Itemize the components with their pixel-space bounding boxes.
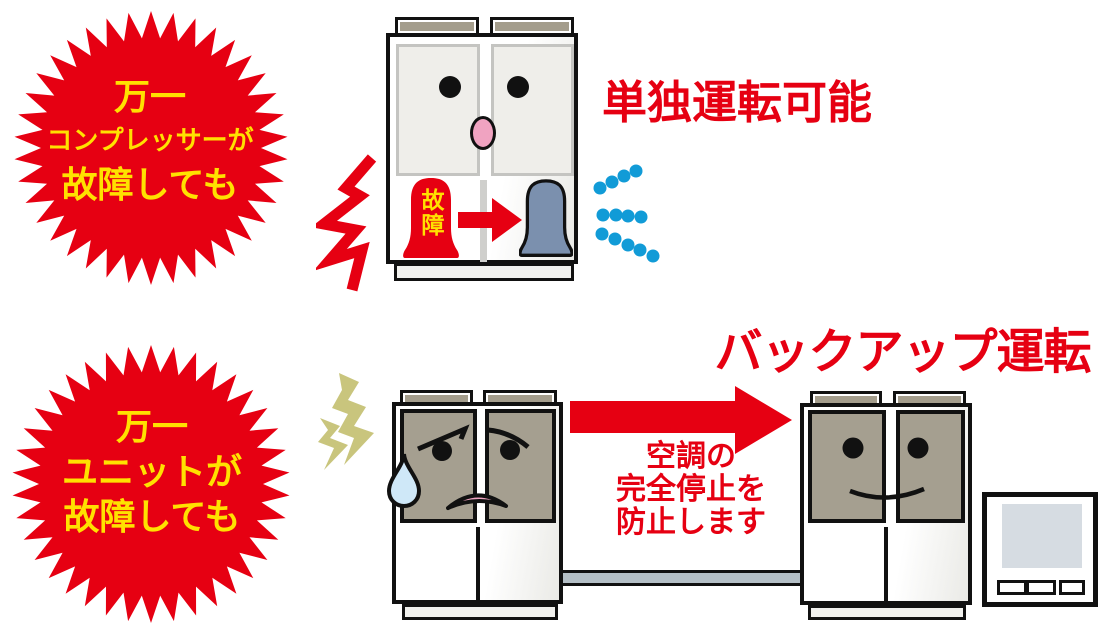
connection-pipe [558, 570, 806, 586]
remote-button [1026, 580, 1056, 595]
caption-line: 完全停止を [616, 473, 766, 506]
burst-badge-unit-text: 万一 ユニットが 故障しても [26, 404, 278, 539]
smile-mouth-icon [849, 486, 925, 500]
burst-badge-compressor-text: 万一 コンプレッサーが 故障しても [25, 74, 275, 207]
backup-arrow-icon [570, 386, 792, 454]
badge-line: コンプレッサーが [46, 125, 254, 155]
eye-icon [500, 440, 520, 460]
eye-icon [907, 437, 929, 459]
lightning-bolt [318, 418, 348, 470]
badge-line: 万一 [115, 406, 188, 447]
top-title: 単独運転可能 [602, 77, 873, 128]
unit-panel [491, 44, 574, 176]
eyebrow [487, 427, 530, 449]
caption-line: 防止します [616, 506, 766, 539]
remote-button [1059, 580, 1085, 595]
smile-face-icon [842, 437, 929, 500]
sad-face-icon [417, 424, 530, 510]
unit-divider [884, 527, 888, 602]
bottom-title: バックアップ運転 [714, 326, 1091, 379]
eye-icon [439, 76, 461, 98]
lightning-icon [318, 373, 374, 470]
arrow-shape [458, 198, 522, 242]
tear-drop [386, 453, 422, 509]
unit-panel [396, 44, 480, 176]
remote-screen [1002, 504, 1082, 568]
unit-divider [476, 527, 480, 602]
unit-base [808, 605, 966, 620]
badge-line: ユニットが [61, 451, 242, 492]
eye-icon [507, 76, 529, 98]
caption-line: 空調の [646, 440, 736, 473]
airflow-icon [593, 164, 660, 263]
tear-icon [386, 453, 422, 509]
eye-icon [842, 437, 864, 459]
surprised-mouth-icon [470, 116, 496, 150]
eyebrow [417, 424, 470, 452]
lightning-bolt [332, 373, 374, 465]
arrow-shape [570, 386, 792, 454]
unit-base [402, 604, 558, 620]
compressor-failed-icon [403, 178, 459, 258]
compressor-shape [519, 179, 573, 257]
starburst-shape [12, 345, 290, 623]
badge-line: 万一 [113, 76, 186, 117]
arrow-caption: 空調の 完全停止を 防止します [596, 440, 786, 539]
shock-zigzag [316, 154, 377, 292]
eye-icon [432, 441, 452, 461]
transfer-arrow-icon [458, 198, 522, 242]
burst-badge-unit-icon [12, 345, 290, 623]
unit-panel [808, 410, 886, 523]
unit-panel [896, 410, 965, 523]
shock-icon [316, 154, 377, 292]
burst-badge-compressor-icon [14, 11, 288, 285]
badge-line: 故障しても [61, 164, 239, 205]
airflow-dots [593, 164, 660, 263]
compressor-working-icon [519, 179, 573, 257]
remote-button [997, 580, 1027, 595]
badge-line: 故障しても [63, 496, 241, 537]
unit-base [394, 263, 574, 281]
failure-label: 故障 [418, 188, 444, 238]
frown-mouth-icon [446, 493, 508, 510]
compressor-shape [403, 178, 459, 258]
starburst-shape [14, 11, 288, 285]
